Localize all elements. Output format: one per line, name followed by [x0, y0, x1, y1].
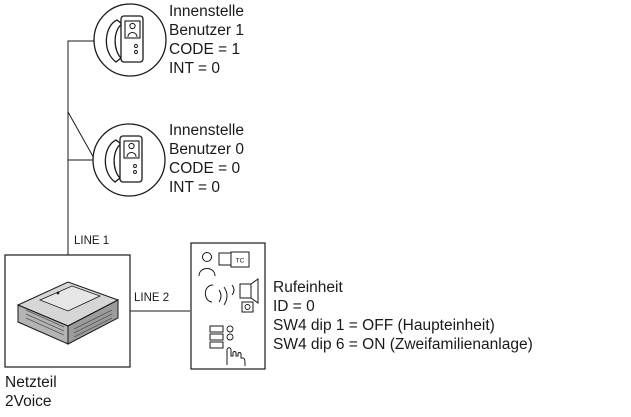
- power-supply-title: Netzteil: [5, 374, 57, 391]
- indoor-station-1-label: Innenstelle Benutzer 1 CODE = 1 INT = 0: [169, 2, 244, 78]
- indoor-station-0-icon: [92, 123, 166, 197]
- door-station-dip1: SW4 dip 1 = OFF (Haupteinheit): [273, 317, 495, 334]
- indoor-station-1-icon: [93, 3, 167, 77]
- indoor-station-0-label: Innenstelle Benutzer 0 CODE = 0 INT = 0: [169, 121, 244, 197]
- line1-wiring: [67, 40, 98, 255]
- indoor-station-0-code: CODE = 0: [169, 160, 241, 177]
- indoor-station-0-int: INT = 0: [169, 179, 220, 196]
- line2-label: LINE 2: [134, 292, 170, 304]
- power-supply-label: Netzteil 2Voice: [5, 373, 57, 411]
- door-station-id: ID = 0: [273, 298, 315, 315]
- indoor-station-1-title: Innenstelle: [169, 3, 244, 20]
- indoor-station-1-int: INT = 0: [169, 60, 220, 77]
- indoor-station-0-title: Innenstelle: [169, 122, 244, 139]
- door-station-dip6: SW4 dip 6 = ON (Zweifamilienanlage): [273, 336, 533, 353]
- camera-badge: TC: [236, 258, 245, 265]
- line1-label: LINE 1: [74, 235, 110, 247]
- door-station-label: Rufeinheit ID = 0 SW4 dip 1 = OFF (Haupt…: [273, 278, 533, 354]
- door-station-icon: [190, 242, 266, 370]
- door-station-title: Rufeinheit: [273, 279, 343, 296]
- indoor-station-1-code: CODE = 1: [169, 41, 241, 58]
- indoor-station-0-user: Benutzer 0: [169, 141, 244, 158]
- power-supply-icon: [4, 254, 131, 368]
- indoor-station-1-user: Benutzer 1: [169, 22, 244, 39]
- power-supply-model: 2Voice: [5, 393, 52, 410]
